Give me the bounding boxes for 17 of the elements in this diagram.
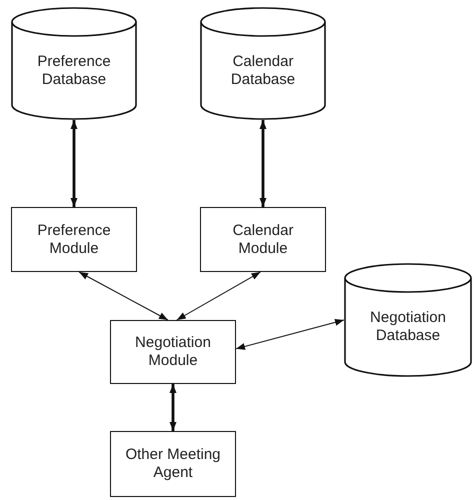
node-label: Calendar Module xyxy=(232,222,294,258)
connector-arrow xyxy=(170,384,176,431)
node-label: Preference Database xyxy=(36,52,112,88)
connector-arrow xyxy=(70,120,78,207)
node-label: Negotiation Database xyxy=(369,309,447,345)
node-label: Calendar Database xyxy=(230,52,296,88)
module-box xyxy=(110,431,236,497)
connector-arrow xyxy=(260,120,266,207)
module-box xyxy=(11,207,137,272)
node-label: Preference Module xyxy=(36,222,112,258)
connector-arrow xyxy=(236,318,344,350)
node-label: Negotiation Module xyxy=(134,334,212,370)
module-box xyxy=(200,207,326,272)
node-label: Other Meeting Agent xyxy=(124,446,222,482)
connector-arrow xyxy=(78,272,168,320)
module-box xyxy=(110,320,236,384)
connector-arrow xyxy=(176,272,261,320)
